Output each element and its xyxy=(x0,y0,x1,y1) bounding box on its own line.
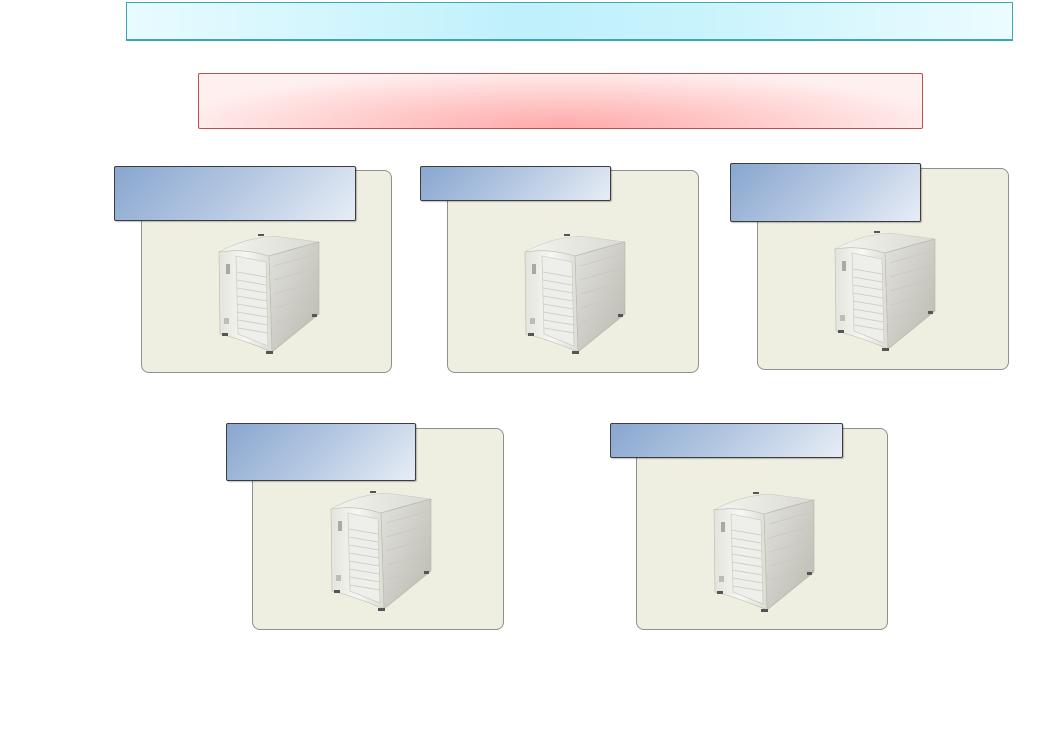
server-node-label-2 xyxy=(420,166,611,201)
server-tower-icon xyxy=(524,234,626,355)
server-tower-icon xyxy=(330,491,432,612)
server-node-label-4 xyxy=(226,423,416,481)
server-tower-icon xyxy=(218,234,320,355)
middle-banner xyxy=(198,73,923,129)
server-node-label-1 xyxy=(114,166,356,221)
server-tower-icon xyxy=(834,231,936,352)
server-node-label-3 xyxy=(730,163,921,222)
server-node-label-5 xyxy=(610,423,843,458)
top-banner xyxy=(126,2,1013,41)
server-tower-icon xyxy=(713,492,815,613)
